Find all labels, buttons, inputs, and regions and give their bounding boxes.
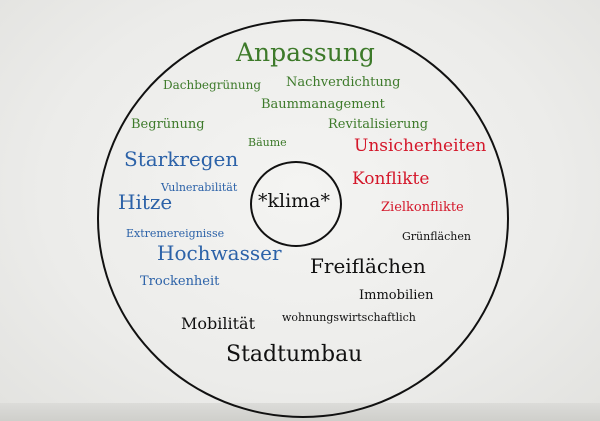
word-hochwasser: Hochwasser — [157, 241, 282, 265]
word-gruenflaechen: Grünflächen — [402, 230, 471, 243]
word-nachverdichtung: Nachverdichtung — [286, 75, 401, 90]
word-baummanagement: Baummanagement — [261, 97, 385, 112]
outer-circle — [97, 19, 509, 418]
word-begruenung: Begrünung — [131, 117, 205, 132]
word-anpassung: Anpassung — [236, 38, 375, 67]
word-immobilien: Immobilien — [359, 288, 434, 303]
word-mobilitaet: Mobilität — [181, 314, 256, 333]
inner-circle — [250, 161, 342, 247]
word-zielkonflikte: Zielkonflikte — [381, 200, 464, 215]
word-extremereignisse: Extremereignisse — [126, 227, 225, 240]
word-dachbegruenung: Dachbegrünung — [163, 78, 262, 92]
center-label: *klima* — [258, 190, 331, 212]
word-stadtumbau: Stadtumbau — [226, 342, 363, 367]
word-trockenheit: Trockenheit — [140, 274, 220, 289]
word-freiflaechen: Freiflächen — [310, 254, 426, 278]
word-revitalisierung: Revitalisierung — [328, 117, 429, 132]
word-wohnungswirtschaftlich: wohnungswirtschaftlich — [282, 311, 416, 324]
word-baeume: Bäume — [248, 136, 287, 149]
word-konflikte: Konflikte — [352, 169, 430, 189]
word-vulnerabilitaet: Vulnerabilität — [161, 181, 238, 194]
word-starkregen: Starkregen — [124, 147, 239, 171]
word-hitze: Hitze — [118, 190, 173, 214]
word-unsicherheiten: Unsicherheiten — [354, 136, 487, 156]
